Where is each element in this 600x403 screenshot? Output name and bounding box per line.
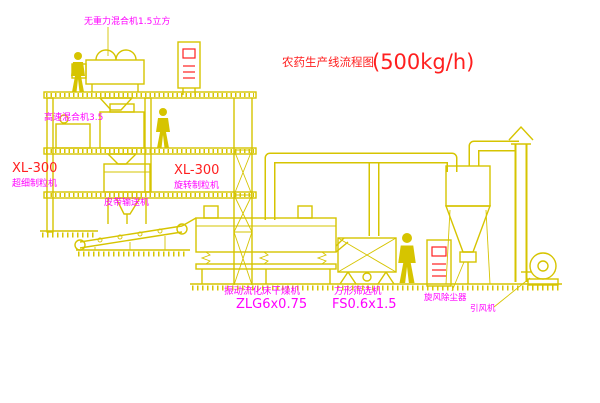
cyclone — [444, 165, 492, 285]
person-figure — [71, 52, 85, 92]
label-dryer-model: ZLG6x0.75 — [236, 297, 307, 312]
gravity-mixer — [71, 49, 145, 111]
induced-draft-fan — [521, 252, 559, 286]
fluid-bed-dryer — [195, 205, 349, 284]
page-title: 农药生产线流程图 — [282, 55, 374, 69]
label-granulator-left-model: XL-300 — [12, 161, 57, 176]
ground-hatching — [40, 230, 562, 291]
label-granulator-right-name: 旋转制粒机 — [174, 179, 219, 191]
high-speed-mixer — [99, 103, 145, 165]
building-frame — [43, 91, 257, 286]
auxiliary-mixer — [55, 114, 91, 149]
label-sieve-model: FS0.6x1.5 — [332, 297, 397, 312]
control-cabinet-lower — [426, 239, 452, 287]
control-cabinet-upper — [177, 41, 201, 95]
square-sieve — [337, 237, 397, 285]
label-granulator-left-name: 超细制粒机 — [12, 177, 57, 189]
label-granulator-right-model: XL-300 — [174, 163, 219, 178]
page-title-capacity: (500kg/h) — [372, 50, 474, 74]
label-fan: 引风机 — [470, 303, 496, 314]
exhaust-stack — [508, 125, 534, 282]
label-leader-lines — [107, 27, 531, 308]
person-figure — [156, 108, 170, 148]
belt-conveyor — [74, 217, 197, 251]
main-exhaust-duct — [264, 152, 458, 220]
person-figure — [398, 233, 416, 283]
label-sieve-name: 方形筛选机 — [334, 285, 382, 297]
label-high-speed-mixer: 高速混合机3.5 — [44, 111, 103, 123]
cyclone-outlet-duct — [468, 140, 519, 166]
label-cyclone: 旋风除尘器 — [424, 292, 467, 303]
label-belt-conveyor: 皮带输送机 — [104, 196, 149, 208]
label-top-mixer: 无重力混合机1.5立方 — [84, 15, 170, 27]
label-dryer-name: 振动流化床干燥机 — [224, 285, 301, 297]
granulator — [103, 163, 151, 224]
